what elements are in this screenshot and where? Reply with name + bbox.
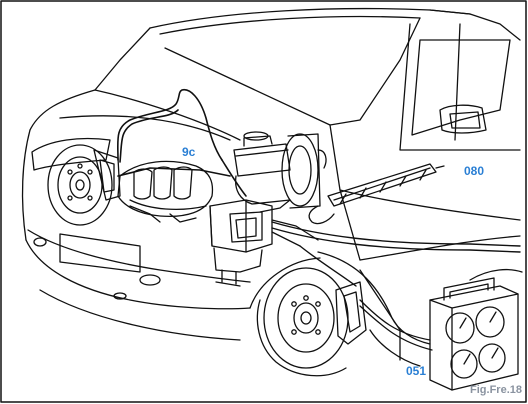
label-wiper-hose: 080: [464, 164, 485, 178]
figure-reference: Fig.Fre.18: [470, 384, 522, 396]
car-body: [21, 7, 523, 367]
pipe-run-rear: [271, 221, 521, 287]
abs-unit: [209, 199, 319, 287]
wiper-hose-080: [308, 163, 445, 225]
engine-manifold: [117, 160, 214, 223]
pressure-tester-051: [317, 251, 519, 391]
brake-disc-front-left: [47, 144, 121, 226]
brake-pipes-9c: [116, 89, 247, 197]
brake-disc-front-right: [256, 267, 367, 377]
master-cylinder: [233, 131, 327, 209]
label-pressure-tester: 051: [406, 364, 427, 378]
label-brake-pipes: 9c: [182, 145, 196, 159]
